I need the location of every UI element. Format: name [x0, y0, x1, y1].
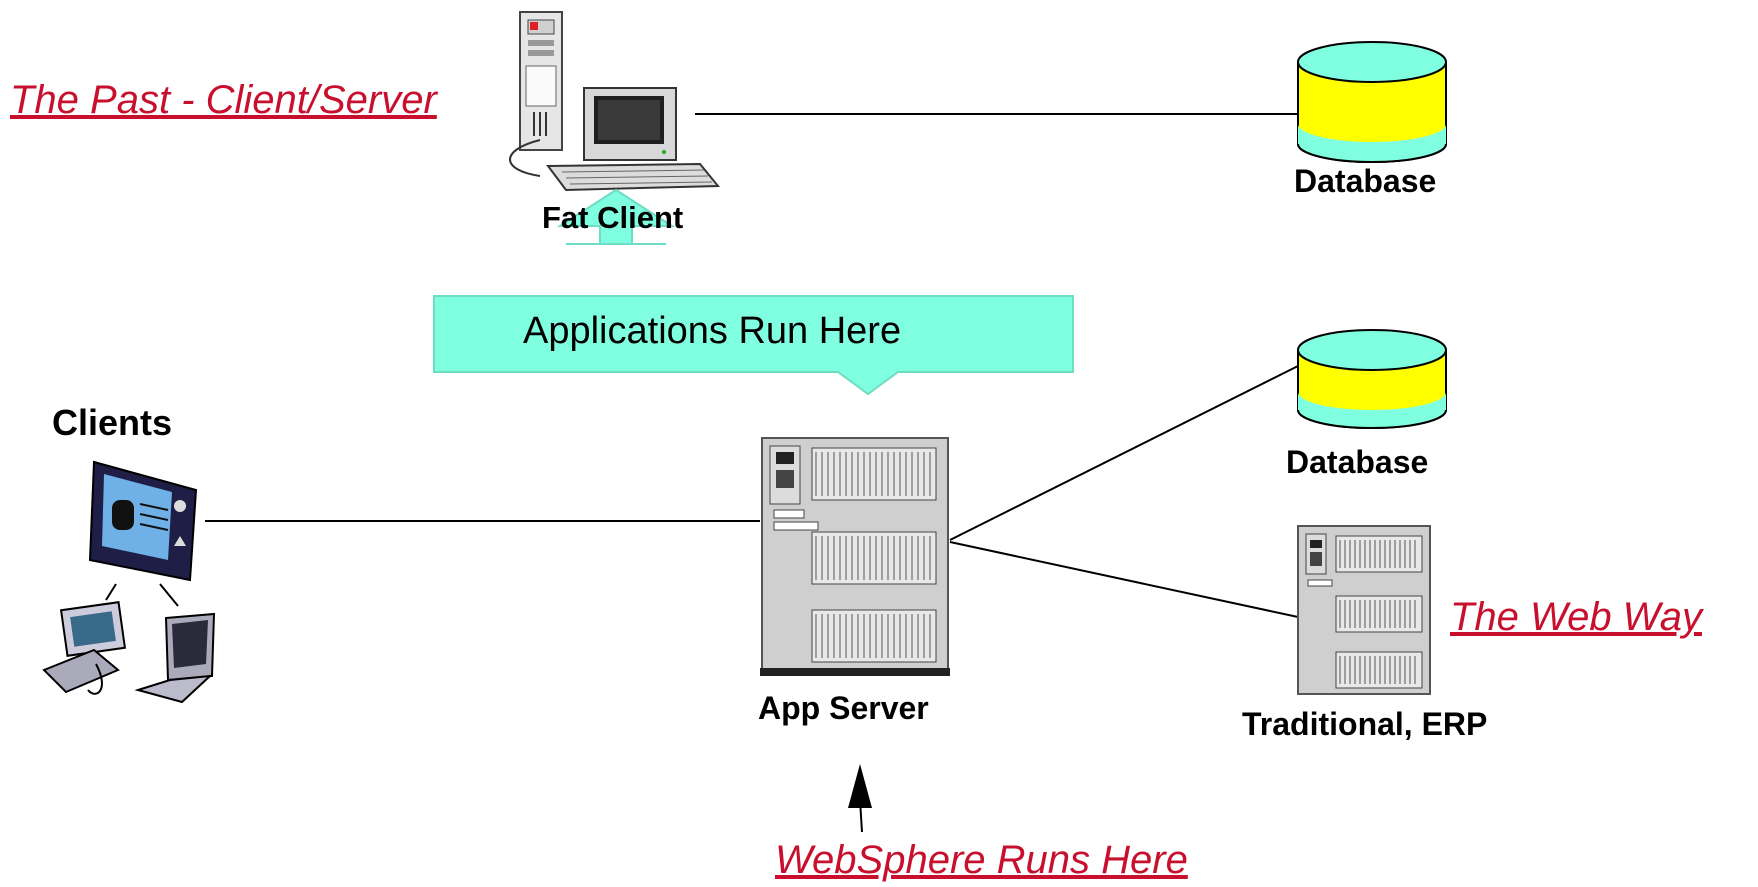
- web-way-label: The Web Way: [1450, 595, 1702, 639]
- app-server-to-erp-line: [949, 541, 1299, 618]
- app-server-label: App Server: [758, 690, 929, 726]
- database-top-label: Database: [1294, 163, 1437, 199]
- erp-server-stripes: [1339, 540, 1416, 684]
- websphere-arrow: [848, 764, 872, 833]
- erp-server-icon: [1297, 525, 1431, 695]
- app-server-to-database-line: [949, 364, 1301, 541]
- applications-callout: [433, 188, 1074, 396]
- clients-label: Clients: [52, 402, 173, 443]
- past-label: The Past - Client/Server: [10, 78, 437, 122]
- fat-client-icon: [509, 11, 721, 192]
- clients-icon: [42, 460, 216, 704]
- traditional-label: Traditional, ERP: [1242, 706, 1488, 742]
- fat-client-label: Fat Client: [542, 200, 684, 235]
- database-top-icon: [1297, 41, 1447, 163]
- websphere-label: WebSphere Runs Here: [775, 838, 1188, 882]
- app-server-icon: [760, 437, 950, 676]
- app-server-stripes: [815, 452, 931, 658]
- applications-label: Applications Run Here: [523, 310, 902, 352]
- database-mid-icon: [1297, 329, 1447, 429]
- database-mid-label: Database: [1286, 444, 1429, 480]
